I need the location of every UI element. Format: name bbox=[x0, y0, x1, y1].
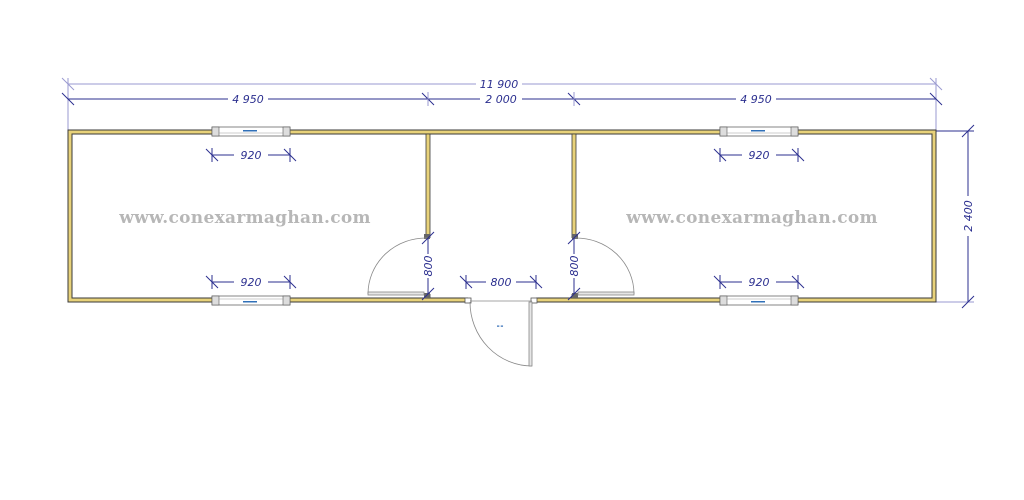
segment-right-label: 4 950 bbox=[740, 93, 772, 106]
window-top-left[interactable] bbox=[211, 126, 291, 137]
segment-left-label: 4 950 bbox=[232, 93, 264, 106]
left-door-width: 800 bbox=[422, 256, 435, 277]
overall-width-label: 2 400 bbox=[962, 200, 975, 232]
left-room-door[interactable] bbox=[367, 237, 429, 296]
watermark-left: www.conexarmaghan.com bbox=[118, 208, 371, 228]
window-bottom-right-width: 920 bbox=[749, 276, 770, 289]
exterior-walls bbox=[67, 129, 937, 303]
watermark-right: www.conexarmaghan.com bbox=[625, 208, 878, 228]
window-bottom-right[interactable] bbox=[719, 295, 799, 306]
segment-middle-label: 2 000 bbox=[485, 93, 517, 106]
door-dimension-lines bbox=[421, 231, 581, 301]
window-top-left-width: 920 bbox=[241, 149, 262, 162]
door-jamb bbox=[530, 297, 538, 304]
entry-door-tag: ▬ ▬ bbox=[497, 324, 504, 328]
door-jamb bbox=[464, 297, 472, 304]
overall-length-label: 11 900 bbox=[480, 78, 519, 91]
window-bottom-left[interactable] bbox=[211, 295, 291, 306]
door-jamb bbox=[572, 293, 578, 298]
window-top-right-width: 920 bbox=[749, 149, 770, 162]
window-dimension-lines bbox=[205, 148, 805, 289]
entry-door-width: 800 bbox=[491, 276, 512, 289]
window-top-right[interactable] bbox=[719, 126, 799, 137]
right-door-width: 800 bbox=[568, 256, 581, 277]
door-jamb bbox=[424, 234, 430, 239]
entry-door[interactable] bbox=[469, 300, 533, 367]
right-room-door[interactable] bbox=[573, 237, 635, 296]
window-bottom-left-width: 920 bbox=[241, 276, 262, 289]
